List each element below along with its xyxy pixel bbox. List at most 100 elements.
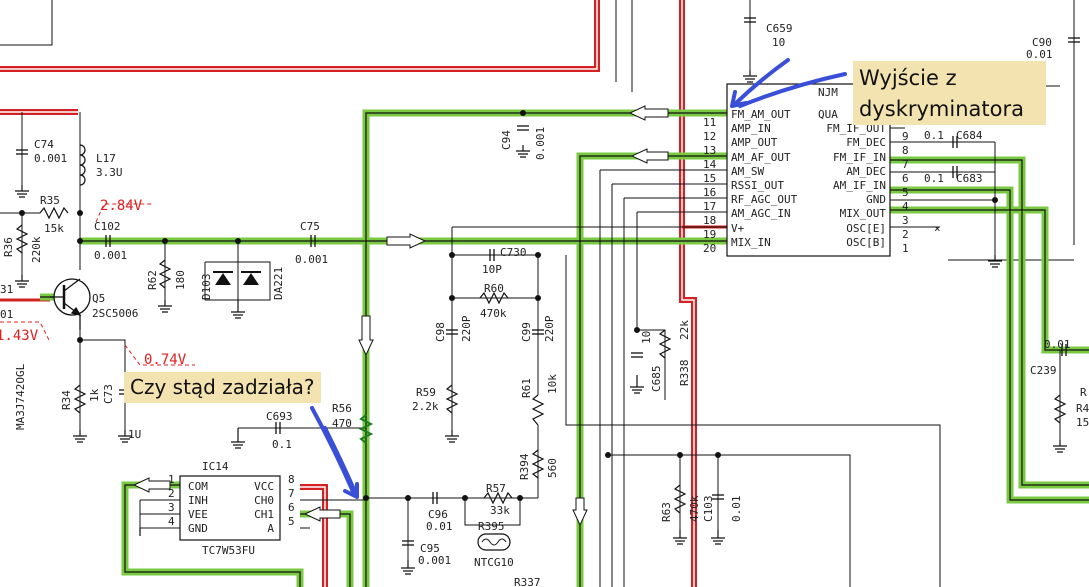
label-ma-partial: MA3J742OGL bbox=[14, 363, 27, 430]
label-c99-val: 220P bbox=[543, 315, 556, 342]
label-c685-val: 10 bbox=[640, 331, 653, 344]
pin-name: AMP_OUT bbox=[731, 136, 778, 149]
flow-arrows bbox=[132, 105, 669, 527]
label-c73-val: 1U bbox=[128, 428, 141, 441]
label-c693-ref: C693 bbox=[266, 410, 293, 423]
label-r60-ref: R60 bbox=[484, 282, 504, 295]
label-c96-ref: C96 bbox=[428, 508, 448, 521]
label-c239-val: 0.01 bbox=[1044, 338, 1071, 351]
label-r63-val: 470k bbox=[688, 495, 701, 522]
capacitors bbox=[16, 17, 1080, 546]
label-c683-ref: C683 bbox=[956, 172, 983, 185]
label-c95-val: 0.001 bbox=[418, 554, 451, 567]
pin-number: 6 bbox=[288, 501, 295, 514]
pin-name: A bbox=[267, 522, 274, 535]
pin-number: 5 bbox=[288, 515, 295, 528]
label-r62-val: 180 bbox=[174, 270, 187, 290]
black-wiring bbox=[0, 0, 1061, 587]
label-c684-val: 0.1 bbox=[924, 129, 944, 142]
label-left-partial-01: 01 bbox=[0, 308, 13, 321]
pin-name: FM_AM_OUT bbox=[731, 108, 791, 121]
label-r394-ref: R394 bbox=[518, 453, 531, 480]
pin-name: GND bbox=[188, 522, 208, 535]
label-r56-ref: R56 bbox=[332, 402, 352, 415]
ground-symbols bbox=[15, 70, 1067, 575]
voltage-label: 0.74V bbox=[144, 352, 187, 368]
pin-name: VCC bbox=[254, 480, 274, 493]
pin-number: 1 bbox=[168, 473, 175, 486]
resistors bbox=[15, 206, 1067, 514]
label-r36-ref: R36 bbox=[2, 237, 15, 257]
pin-name: AM_SW bbox=[731, 165, 764, 178]
voltage-label: 1.43V bbox=[0, 328, 39, 344]
label-r4-partial-ref: R4 bbox=[1076, 402, 1089, 415]
pin-number: 4 bbox=[168, 515, 175, 528]
ic12-left-pins: FM_AM_OUT AMP_IN AMP_OUT AM_AF_OUT AM_SW… bbox=[703, 108, 798, 255]
label-c730-val: 10P bbox=[482, 263, 502, 276]
pin-number: 11 bbox=[703, 116, 716, 129]
pin-name: V+ bbox=[731, 222, 745, 235]
label-c73-ref: C73 bbox=[102, 384, 115, 404]
label-c685-ref: C685 bbox=[650, 366, 663, 393]
label-r35-ref: R35 bbox=[40, 194, 60, 207]
pin-number: 7 bbox=[902, 158, 909, 171]
pin-number: 8 bbox=[288, 473, 295, 486]
pin-name: FM_DEC bbox=[846, 136, 886, 149]
pin-number: 1 bbox=[902, 242, 909, 255]
label-c659-ref: C659 bbox=[766, 22, 793, 35]
label-l17-ref: L17 bbox=[96, 152, 116, 165]
label-c103-val: 0.01 bbox=[730, 496, 743, 523]
label-c90-ref: C90 bbox=[1032, 36, 1052, 49]
transistor-q5 bbox=[50, 278, 91, 330]
label-r61-val: 10k bbox=[546, 374, 559, 394]
voltage-annotations: 2.84V 1.43V 0.74V bbox=[0, 198, 195, 368]
pin-name: VEE bbox=[188, 508, 208, 521]
label-c239-ref: C239 bbox=[1030, 364, 1057, 377]
pin-number: 18 bbox=[703, 214, 716, 227]
label-c102-val: 0.001 bbox=[94, 249, 127, 262]
pin-number: 20 bbox=[703, 242, 716, 255]
voltage-label: 2.84V bbox=[100, 198, 143, 214]
label-r59-val: 2.2k bbox=[412, 400, 439, 413]
pin-name: RSSI_OUT bbox=[731, 179, 784, 192]
label-d103-ref: D103 bbox=[200, 274, 213, 301]
label-r56-val: 470 bbox=[332, 417, 352, 430]
label-r395-ref: R395 bbox=[478, 520, 505, 533]
label-c98-ref: C98 bbox=[434, 322, 447, 342]
pin-number: 19 bbox=[703, 228, 716, 241]
diodes-d103-da221 bbox=[213, 271, 261, 285]
label-r57-ref: R57 bbox=[486, 482, 506, 495]
ic14-chip: IC14 TC7W53FU COM INH VEE GND 1 2 3 4 VC… bbox=[168, 460, 295, 557]
pin-name: INH bbox=[188, 494, 208, 507]
discriminator-output-note: Wyjście z dyskryminatora bbox=[853, 61, 1046, 125]
label-c94-ref: C94 bbox=[500, 130, 513, 150]
note-line: dyskryminatora bbox=[859, 97, 1024, 121]
ic12-name: NJM bbox=[818, 86, 838, 99]
pin-number: 9 bbox=[902, 130, 909, 143]
label-r395-val: NTCG10 bbox=[474, 556, 514, 569]
pin-number: 3 bbox=[902, 214, 909, 227]
pin-number: 2 bbox=[168, 487, 175, 500]
pin-name: MIX_OUT bbox=[840, 207, 887, 220]
label-q5-val: 2SC5006 bbox=[92, 307, 138, 320]
label-r59-ref: R59 bbox=[416, 386, 436, 399]
pin-name: GND bbox=[866, 193, 886, 206]
label-c74-val: 0.001 bbox=[34, 152, 67, 165]
label-r338-ref: R338 bbox=[678, 360, 691, 387]
label-c96-val: 0.01 bbox=[426, 520, 453, 533]
pin-name: FM_IF_OUT bbox=[826, 122, 886, 135]
component-labels: C659 10 C90 0.01 C74 0.001 L17 3.3U R35 … bbox=[0, 22, 1089, 587]
pin-name: OSC[E] bbox=[846, 222, 886, 235]
label-r61-ref: R61 bbox=[520, 378, 533, 398]
label-left-partial-31: 31 bbox=[0, 283, 13, 296]
label-l17-val: 3.3U bbox=[96, 166, 123, 179]
junction-dots bbox=[19, 110, 998, 501]
label-c75-ref: C75 bbox=[300, 220, 320, 233]
label-c102-ref: C102 bbox=[94, 220, 121, 233]
pin-number: 2 bbox=[902, 228, 909, 241]
label-c94-val: 0.001 bbox=[534, 127, 547, 160]
pin-number: 13 bbox=[703, 144, 716, 157]
pin-number: 8 bbox=[902, 144, 909, 157]
label-c98-val: 220P bbox=[460, 315, 473, 342]
